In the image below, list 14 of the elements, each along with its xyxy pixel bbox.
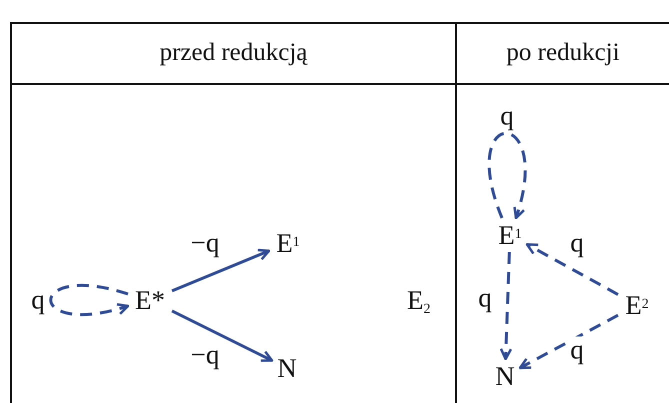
arrow [171,310,274,362]
arrow [518,314,619,370]
column-header: przed redukcją [160,38,308,66]
arrow [526,243,619,296]
state-label: N [274,353,300,383]
column-header: po redukcji [506,38,620,66]
edge-label: q [568,336,586,364]
self-loop-arrow [488,132,527,220]
arrow [171,248,270,292]
state-label: N [492,361,518,391]
self-loop-arrow [50,284,130,316]
state-label: E* [130,285,170,315]
state-label: E$_{2}$ [407,287,430,317]
arrow [500,252,512,360]
